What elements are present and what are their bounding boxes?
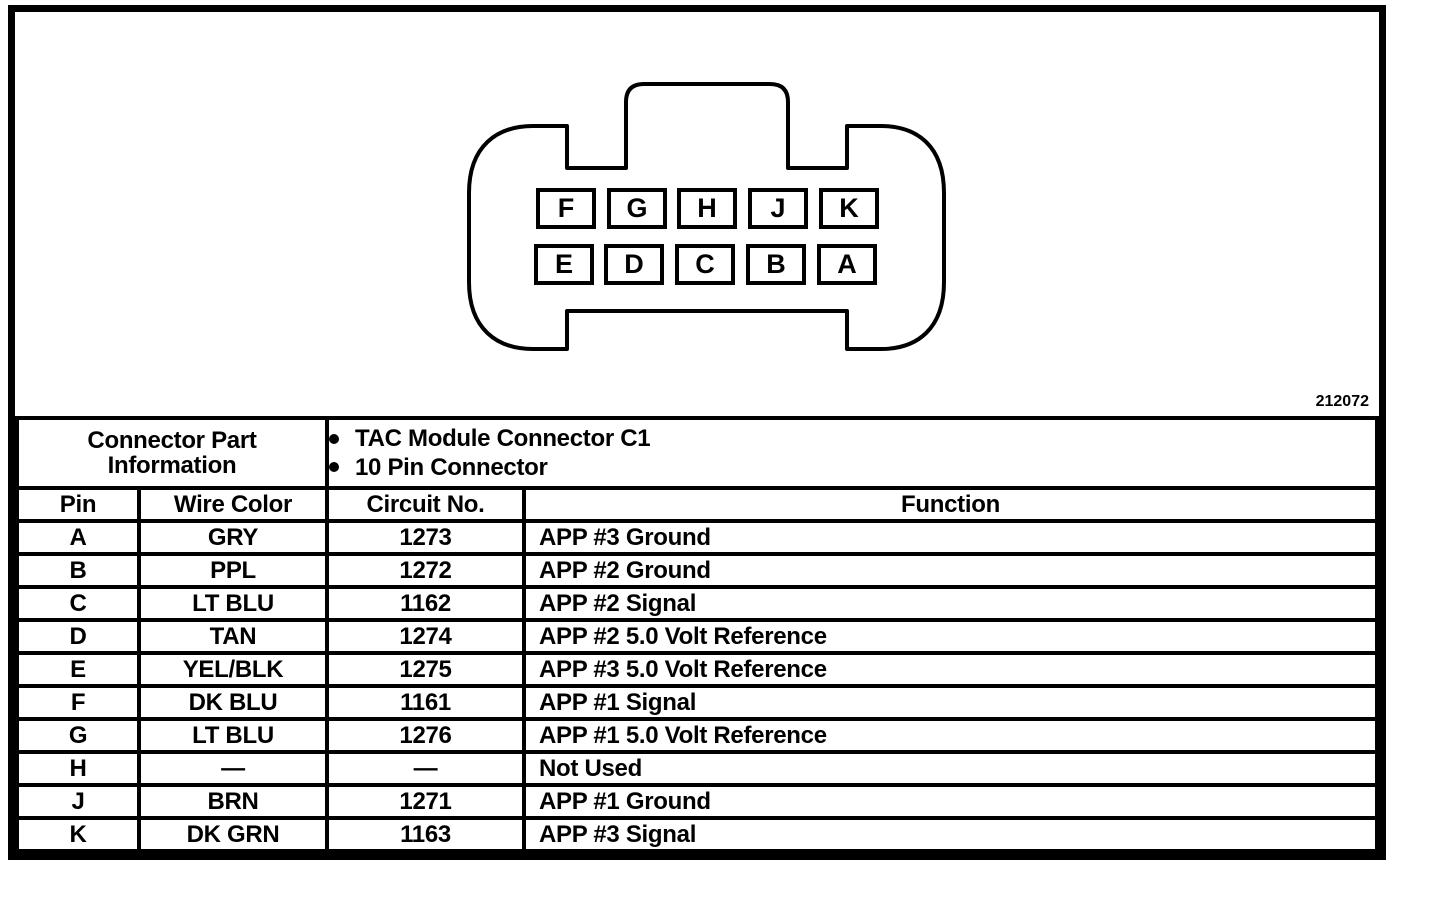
connector-description-cell: TAC Module Connector C1 10 Pin Connector	[325, 416, 1379, 490]
function-cell: Not Used	[522, 750, 1379, 787]
pin-cell: H	[15, 750, 141, 787]
table-row-pin-j: J BRN 1271 APP #1 Ground	[15, 783, 1379, 820]
table-row-pin-a: A GRY 1273 APP #3 Ground	[15, 519, 1379, 556]
function-cell: APP #3 Ground	[522, 519, 1379, 556]
bullet-icon	[329, 433, 339, 444]
function-cell: APP #3 5.0 Volt Reference	[522, 651, 1379, 688]
circuit-no-column-header: Circuit No.	[325, 486, 526, 523]
info-label-line2: Information	[107, 452, 237, 479]
pin-cell: E	[15, 651, 141, 688]
pin-cavity-e: E	[534, 244, 594, 285]
circuit-no-cell: 1162	[325, 585, 526, 622]
pin-info-table: Connector Part Information TAC Module Co…	[15, 416, 1379, 853]
connector-diagram: F G H J K E D C B A 212072	[15, 12, 1379, 416]
wire-color-cell: DK BLU	[137, 684, 329, 721]
function-cell: APP #2 Signal	[522, 585, 1379, 622]
column-header-row: Pin Wire Color Circuit No. Function	[15, 486, 1379, 523]
pin-cell: J	[15, 783, 141, 820]
table-row-pin-d: D TAN 1274 APP #2 5.0 Volt Reference	[15, 618, 1379, 655]
info-label-line1: Connector Part	[87, 426, 257, 454]
wire-color-cell: YEL/BLK	[137, 651, 329, 688]
table-row-pin-c: C LT BLU 1162 APP #2 Signal	[15, 585, 1379, 622]
table-row-pin-k: K DK GRN 1163 APP #3 Signal	[15, 816, 1379, 853]
circuit-no-cell: 1272	[325, 552, 526, 589]
table-row-pin-h: H — — Not Used	[15, 750, 1379, 787]
wire-color-cell: LT BLU	[137, 585, 329, 622]
pin-cavity-b: B	[746, 244, 806, 285]
pin-column-header: Pin	[15, 486, 141, 523]
pin-cavity-c: C	[675, 244, 735, 285]
wire-color-cell: GRY	[137, 519, 329, 556]
connector-part-information-label: Connector Part Information	[15, 416, 329, 490]
pin-cavity-k: K	[819, 188, 879, 229]
circuit-no-cell: 1163	[325, 816, 526, 853]
wire-color-cell: DK GRN	[137, 816, 329, 853]
pin-cell: A	[15, 519, 141, 556]
pin-cavity-d: D	[604, 244, 664, 285]
pin-cavity-j: J	[748, 188, 808, 229]
function-column-header: Function	[522, 486, 1379, 523]
function-cell: APP #1 5.0 Volt Reference	[522, 717, 1379, 754]
connector-name: TAC Module Connector C1	[355, 425, 651, 453]
table-row-pin-b: B PPL 1272 APP #2 Ground	[15, 552, 1379, 589]
pin-cell: C	[15, 585, 141, 622]
pin-cavity-a: A	[817, 244, 877, 285]
bullet-icon	[329, 462, 339, 473]
function-cell: APP #2 Ground	[522, 552, 1379, 589]
circuit-no-cell: 1275	[325, 651, 526, 688]
table-row-pin-g: G LT BLU 1276 APP #1 5.0 Volt Reference	[15, 717, 1379, 754]
wire-color-column-header: Wire Color	[137, 486, 329, 523]
table-row-pin-f: F DK BLU 1161 APP #1 Signal	[15, 684, 1379, 721]
pin-cavity-g: G	[607, 188, 667, 229]
pin-cell: G	[15, 717, 141, 754]
pin-cavity-f: F	[536, 188, 596, 229]
circuit-no-cell: 1271	[325, 783, 526, 820]
bullet-item: 10 Pin Connector	[329, 453, 1375, 481]
table-row-pin-e: E YEL/BLK 1275 APP #3 5.0 Volt Reference	[15, 651, 1379, 688]
function-cell: APP #1 Ground	[522, 783, 1379, 820]
pin-cell: F	[15, 684, 141, 721]
function-cell: APP #2 5.0 Volt Reference	[522, 618, 1379, 655]
connector-pin-count: 10 Pin Connector	[355, 453, 548, 481]
circuit-no-cell: 1276	[325, 717, 526, 754]
bullet-item: TAC Module Connector C1	[329, 425, 1375, 453]
function-cell: APP #1 Signal	[522, 684, 1379, 721]
function-cell: APP #3 Signal	[522, 816, 1379, 853]
circuit-no-cell: 1273	[325, 519, 526, 556]
wire-color-cell: LT BLU	[137, 717, 329, 754]
wire-color-cell: TAN	[137, 618, 329, 655]
connector-figure: F G H J K E D C B A 212072 Connector Par…	[8, 5, 1386, 860]
wire-color-cell: BRN	[137, 783, 329, 820]
pin-cell: B	[15, 552, 141, 589]
pin-cavity-h: H	[677, 188, 737, 229]
circuit-no-cell: 1161	[325, 684, 526, 721]
pin-cell: K	[15, 816, 141, 853]
wire-color-cell: PPL	[137, 552, 329, 589]
pin-cell: D	[15, 618, 141, 655]
circuit-no-cell: 1274	[325, 618, 526, 655]
circuit-no-cell: —	[325, 750, 526, 787]
wire-color-cell: —	[137, 750, 329, 787]
info-header-row: Connector Part Information TAC Module Co…	[15, 416, 1379, 490]
figure-number: 212072	[1315, 393, 1369, 410]
